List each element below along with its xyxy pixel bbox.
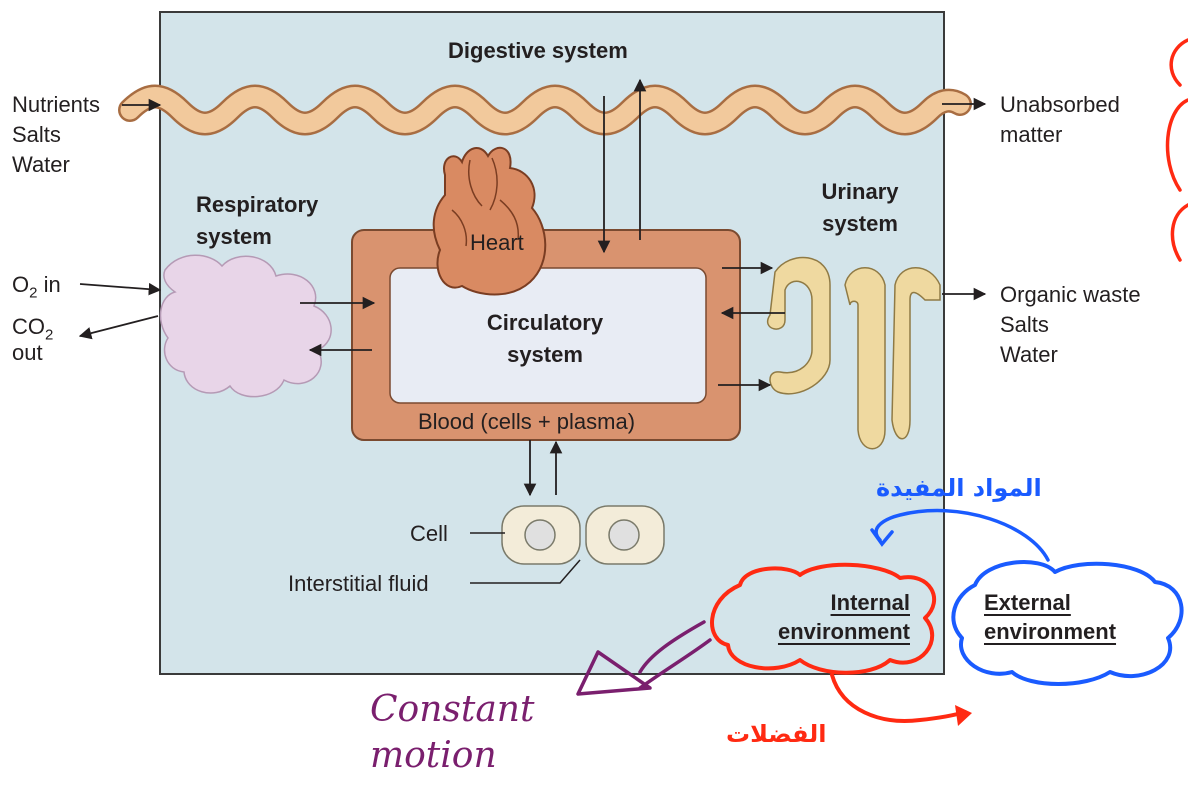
heart-label: Heart	[470, 228, 524, 257]
circulatory-label-line2: system	[460, 340, 630, 369]
arabic-useful-materials: المواد المفيدة	[876, 474, 1042, 503]
urinary-label-line1: Urinary	[790, 177, 930, 206]
internal-env-line2: environment	[748, 617, 910, 646]
co2-out-label: out	[12, 338, 43, 367]
o2-in-label: O2 in	[12, 270, 61, 299]
cell-1-nucleus	[525, 520, 555, 550]
input-water: Water	[12, 150, 70, 179]
digestive-system-label: Digestive system	[448, 36, 628, 65]
output-water: Water	[1000, 340, 1058, 369]
external-env-line1: External	[984, 588, 1071, 617]
internal-env-line1: Internal	[810, 588, 910, 617]
circulatory-label-line1: Circulatory	[460, 308, 630, 337]
arabic-waste: الفضلات	[726, 720, 827, 749]
handwritten-constant: Constant	[370, 690, 534, 730]
output-salts: Salts	[1000, 310, 1049, 339]
red-arrow-head	[955, 705, 972, 726]
input-nutrients: Nutrients	[12, 90, 100, 119]
respiratory-label-line2: system	[196, 222, 272, 251]
interstitial-fluid-label: Interstitial fluid	[288, 569, 429, 598]
cell-2-nucleus	[609, 520, 639, 550]
output-unabsorbed: Unabsorbed	[1000, 90, 1120, 119]
blood-label: Blood (cells + plasma)	[418, 407, 635, 436]
arrow-co2-out	[80, 316, 158, 336]
handwritten-motion: motion	[370, 736, 497, 776]
respiratory-label-line1: Respiratory	[196, 190, 318, 219]
output-organic-waste: Organic waste	[1000, 280, 1141, 309]
urinary-label-line2: system	[790, 209, 930, 238]
red-curved-arrow	[832, 675, 965, 721]
input-salts: Salts	[12, 120, 61, 149]
red-brackets-right	[1168, 40, 1188, 260]
cell-label: Cell	[410, 519, 448, 548]
external-env-line2: environment	[984, 617, 1116, 646]
output-matter: matter	[1000, 120, 1062, 149]
arrow-o2-in	[80, 284, 160, 290]
co2-label: CO2	[12, 312, 53, 341]
